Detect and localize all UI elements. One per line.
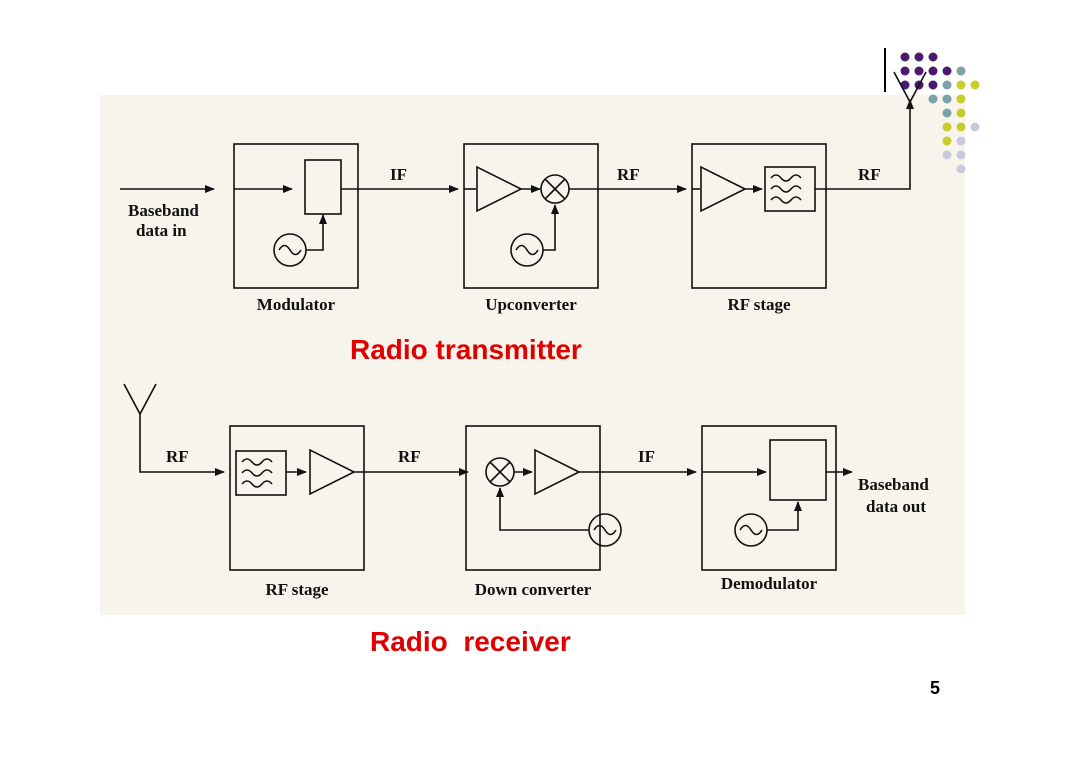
antenna-feed	[815, 99, 914, 190]
signal-label-rf: RF	[858, 165, 881, 184]
demodulator-block	[701, 425, 837, 571]
rf-stage-label: RF stage	[265, 580, 329, 599]
decorative-dots	[884, 48, 980, 174]
filter-icon	[235, 450, 287, 496]
transmitter-labels: Baseband data in IF RF RF Modulator Upco…	[128, 165, 881, 314]
baseband-in-label: Baseband	[128, 201, 199, 220]
receiver-title: Radio receiver	[370, 626, 571, 657]
amplifier-icon	[700, 165, 747, 213]
receiver-labels: RF RF IF Baseband data out RF stage Down…	[166, 447, 929, 599]
amplifier-icon	[534, 448, 581, 496]
rf-stage-block	[691, 143, 827, 289]
antenna-feed	[139, 414, 225, 476]
upconverter-label: Upconverter	[485, 295, 577, 314]
signal-label-if: IF	[638, 447, 655, 466]
transmitter-diagram	[120, 71, 927, 289]
rf-stage-block	[229, 425, 365, 571]
signal-label-rf: RF	[398, 447, 421, 466]
signal-label-rf: RF	[617, 165, 640, 184]
modulator-label: Modulator	[257, 295, 336, 314]
demodulator-label: Demodulator	[721, 574, 818, 593]
down-converter-block	[465, 425, 601, 571]
rf-stage-label: RF stage	[727, 295, 791, 314]
antenna-icon	[893, 71, 927, 104]
transmitter-title: Radio transmitter	[350, 334, 582, 365]
demodulator-core	[769, 439, 827, 501]
amplifier-icon	[476, 165, 523, 213]
amplifier-icon	[309, 448, 356, 496]
baseband-in-label-2: data in	[136, 221, 187, 240]
signal-label-rf: RF	[166, 447, 189, 466]
down-converter-label: Down converter	[475, 580, 592, 599]
scan-background	[100, 95, 965, 615]
baseband-out-label-2: data out	[866, 497, 926, 516]
signal-label-if: IF	[390, 165, 407, 184]
modulator-block	[233, 143, 359, 289]
receiver-diagram	[123, 383, 853, 571]
upconverter-block	[463, 143, 599, 289]
page-number: 5	[930, 678, 941, 698]
baseband-out-label: Baseband	[858, 475, 929, 494]
